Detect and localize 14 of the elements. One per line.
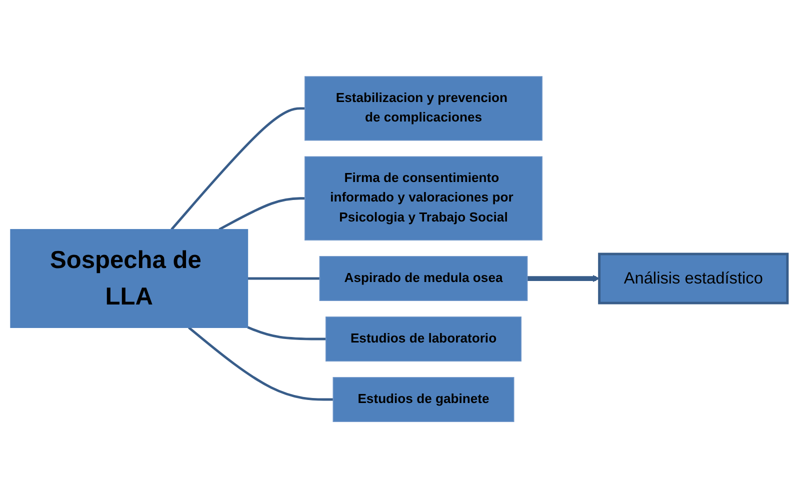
node-box	[319, 256, 528, 302]
connector	[170, 108, 305, 231]
node-box	[304, 156, 542, 241]
arrow	[527, 275, 600, 283]
node-box	[304, 76, 542, 142]
node-box	[326, 316, 522, 362]
node-box	[598, 253, 789, 305]
connector	[218, 198, 305, 231]
node-box	[332, 377, 514, 422]
connector	[248, 278, 320, 280]
connector	[188, 327, 334, 402]
flowchart-diagram: Sospecha de LLA Estabilizacion y prevencion de complicaciones Firma de consentimiento informado y valoraciones por Psicologia y Trabajo Social Aspirado de medula osea Estudios de laboratorio Estudios de gabinete Análisis estadístico	[4, 70, 794, 429]
node-box	[10, 229, 248, 328]
connector	[247, 326, 326, 341]
